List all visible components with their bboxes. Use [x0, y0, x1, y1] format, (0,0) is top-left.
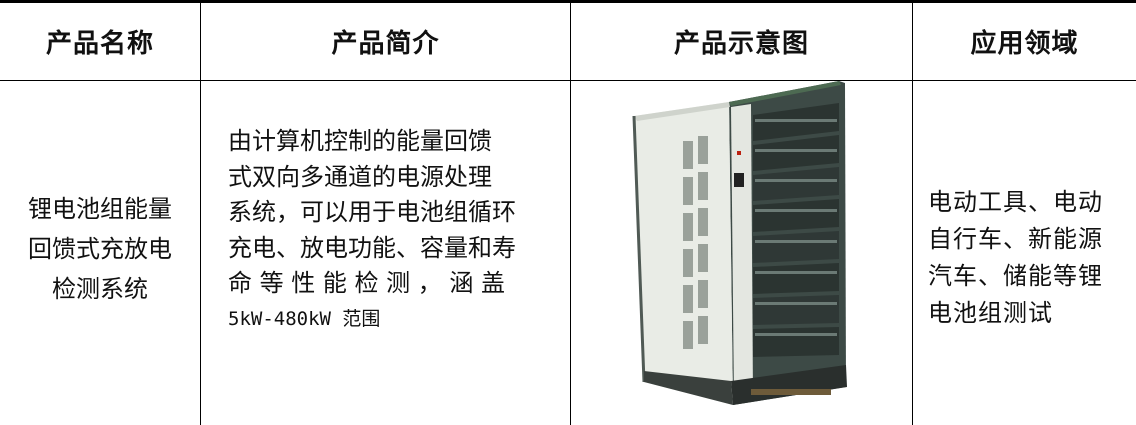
cabinet-image	[632, 81, 847, 405]
cell-application-field: 电动工具、电动 自行车、新能源 汽车、储能等锂 电池组测试	[913, 81, 1136, 425]
product-name-line: 检测系统	[52, 275, 148, 303]
header-product-name: 产品名称	[45, 29, 154, 59]
field-line: 自行车、新能源	[928, 225, 1103, 253]
product-name-line: 回馈式充放电	[28, 235, 172, 263]
table-top-rule	[0, 0, 1136, 3]
field-line: 电池组测试	[928, 299, 1053, 327]
field-line: 汽车、储能等锂	[928, 262, 1103, 290]
column-divider	[570, 0, 571, 425]
product-name-text: 锂电池组能量 回馈式充放电 检测系统	[20, 189, 180, 309]
intro-line: 系统，可以用于电池组循环	[228, 198, 516, 226]
cell-product-name: 锂电池组能量 回馈式充放电 检测系统	[0, 81, 200, 425]
intro-line: 命 等 性 能 检 测 ， 涵 盖	[228, 269, 506, 297]
column-divider	[912, 0, 913, 425]
application-field-text: 电动工具、电动 自行车、新能源 汽车、储能等锂 电池组测试	[928, 184, 1133, 332]
intro-line: 5kW-480kW 范围	[228, 307, 381, 330]
product-intro-text: 由计算机控制的能量回馈 式双向多通道的电源处理 系统，可以用于电池组循环 充电、…	[228, 124, 550, 337]
column-divider	[200, 0, 201, 425]
intro-line: 式双向多通道的电源处理	[228, 162, 492, 191]
header-application-field: 应用领域	[970, 29, 1079, 59]
header-product-intro: 产品简介	[331, 29, 440, 59]
product-name-line: 锂电池组能量	[28, 195, 172, 223]
intro-line: 充电、放电功能、容量和寿	[228, 233, 516, 262]
cell-product-intro: 由计算机控制的能量回馈 式双向多通道的电源处理 系统，可以用于电池组循环 充电、…	[201, 81, 570, 425]
field-line: 电动工具、电动	[928, 188, 1103, 216]
header-product-image: 产品示意图	[673, 29, 809, 59]
header-bottom-rule	[0, 80, 1136, 81]
cell-product-image	[571, 81, 912, 425]
intro-line: 由计算机控制的能量回馈	[228, 127, 492, 155]
